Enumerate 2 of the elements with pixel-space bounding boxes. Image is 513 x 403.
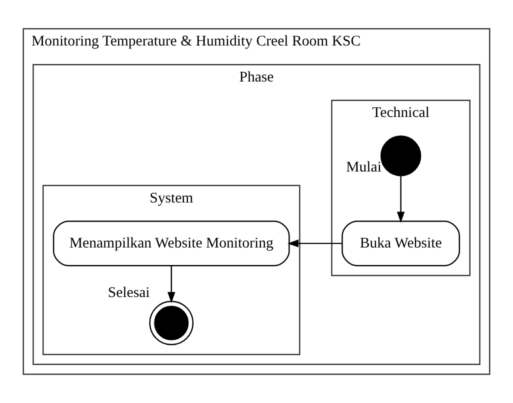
node-label: Mulai [346, 159, 382, 176]
node-label: Selesai [108, 285, 150, 302]
